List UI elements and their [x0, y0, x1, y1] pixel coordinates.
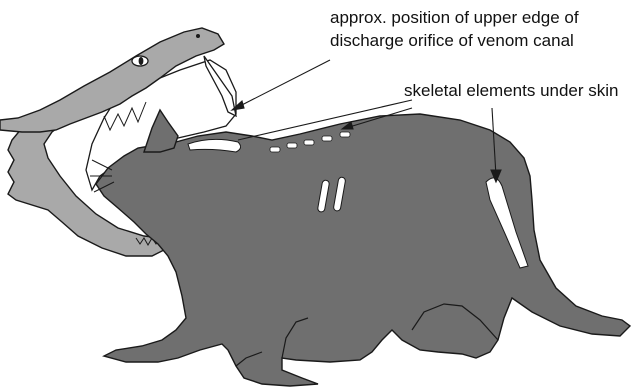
rodent-body	[96, 114, 630, 386]
venom-arrow-line	[236, 60, 330, 108]
snake-pupil	[139, 57, 144, 65]
snake-nostril	[196, 34, 200, 38]
label-venom-orifice-line2: discharge orifice of venom canal	[330, 31, 574, 50]
label-skeletal-elements: skeletal elements under skin	[404, 81, 619, 100]
label-venom-orifice-line1: approx. position of upper edge of	[330, 8, 579, 27]
